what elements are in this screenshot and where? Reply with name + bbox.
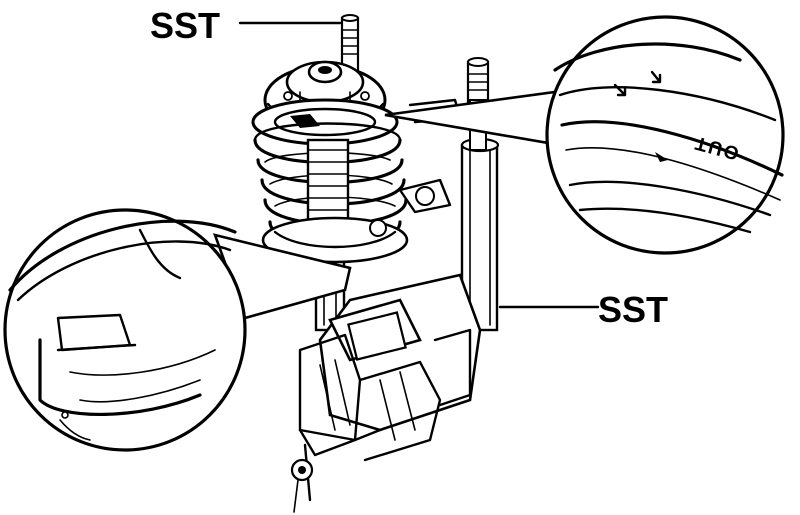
sst-compressor-top <box>340 14 500 332</box>
out-marking-arrow <box>655 152 668 162</box>
upper-seat-detail-callout: OUT <box>384 15 785 255</box>
sst-top-label: SST <box>150 5 220 46</box>
bench-vise <box>290 273 482 513</box>
leader-lines <box>238 21 600 309</box>
sst-right-label: SST <box>598 289 668 330</box>
upper-spring-seat <box>251 98 399 146</box>
lower-seat-detail-callout <box>3 208 352 452</box>
